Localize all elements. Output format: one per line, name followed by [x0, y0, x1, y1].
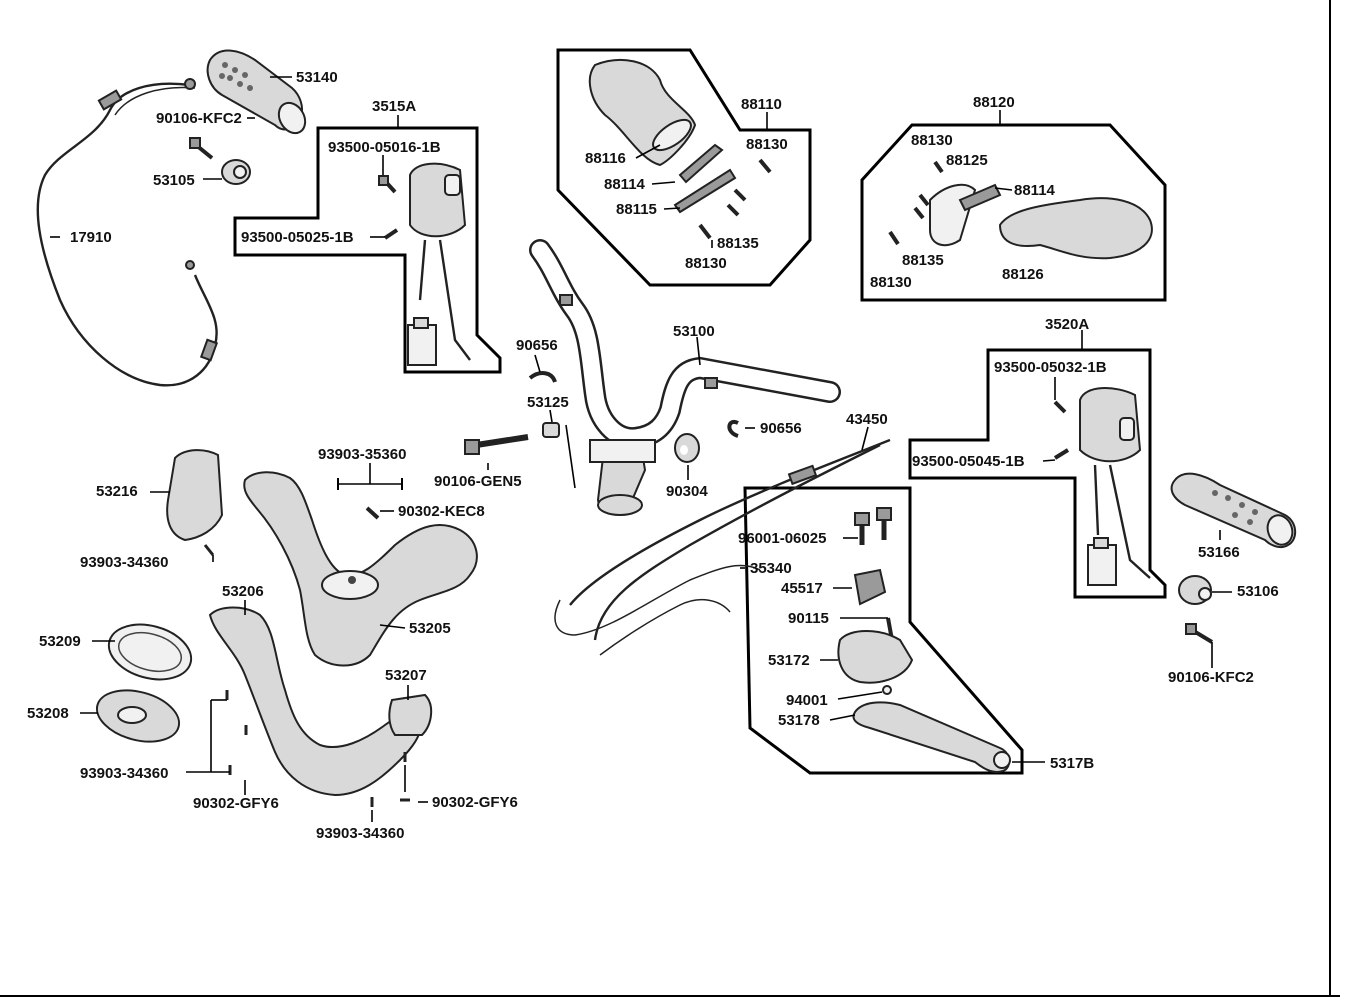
label-53140: 53140	[296, 69, 338, 86]
label-93500-05032-1B: 93500-05032-1B	[994, 359, 1107, 376]
label-88116: 88116	[585, 150, 626, 167]
label-88114-a: 88114	[604, 176, 646, 193]
label-90302-gfy6-a: 90302-GFY6	[193, 795, 279, 812]
cover-53208	[95, 689, 181, 743]
label-53105: 53105	[153, 172, 195, 189]
label-93500-05025-1B: 93500-05025-1B	[241, 229, 354, 246]
label-90302-gfy6-b: 90302-GFY6	[432, 794, 518, 811]
label-3520A: 3520A	[1045, 316, 1089, 333]
label-88135-b: 88135	[902, 252, 944, 269]
label-88120: 88120	[973, 94, 1015, 111]
label-53100: 53100	[673, 323, 715, 340]
brake-lever-parts	[837, 507, 1011, 773]
brake-cable-group	[554, 438, 891, 656]
throttle-cable-group	[36, 78, 219, 387]
label-53178: 53178	[778, 712, 820, 729]
label-90106-gen5: 90106-GEN5	[434, 473, 522, 490]
label-45517: 45517	[781, 580, 823, 597]
part-labels: 53140 90106-KFC2 53105 17910 3515A 93500…	[27, 69, 1279, 842]
cover-53216	[166, 449, 224, 556]
label-90302-kec8: 90302-KEC8	[398, 503, 485, 520]
grip-53166	[1170, 472, 1297, 549]
label-88130-c: 88130	[911, 132, 953, 149]
label-88135-a: 88135	[717, 235, 759, 252]
label-17910: 17910	[70, 229, 112, 246]
cover-53207	[388, 693, 433, 736]
label-53205: 53205	[409, 620, 451, 637]
label-53172: 53172	[768, 652, 810, 669]
switch-3520A-outline	[908, 348, 1167, 599]
label-35340: 35340	[750, 560, 792, 577]
mirror-88120-part	[888, 160, 1153, 260]
label-93500-05045-1B: 93500-05045-1B	[912, 453, 1025, 470]
label-53207: 53207	[385, 667, 427, 684]
mirror-88110-part	[588, 59, 772, 240]
mirror-88120-outline	[860, 123, 1167, 302]
bolt-90106-kfc2-right	[1185, 623, 1214, 644]
bolt-90106-kfc2-left	[189, 137, 214, 160]
label-96001-06025: 96001-06025	[738, 530, 826, 547]
switch-3515A-part	[378, 162, 471, 366]
label-53209: 53209	[39, 633, 81, 650]
label-88110: 88110	[741, 96, 782, 113]
label-53216: 53216	[96, 483, 138, 500]
label-93903-34360-c: 93903-34360	[316, 825, 404, 842]
label-93903-34360-b: 93903-34360	[80, 765, 168, 782]
label-5317B: 5317B	[1050, 755, 1094, 772]
ring-53209	[107, 623, 193, 681]
label-53208: 53208	[27, 705, 69, 722]
small-parts-center	[464, 371, 739, 463]
label-90656-a: 90656	[516, 337, 558, 354]
label-88130-d: 88130	[870, 274, 912, 291]
label-88130-b: 88130	[685, 255, 727, 272]
switch-3520A-part	[1053, 387, 1151, 586]
cover-53205	[243, 471, 478, 667]
label-88115: 88115	[616, 201, 657, 218]
label-53206: 53206	[222, 583, 264, 600]
label-93903-35360: 93903-35360	[318, 446, 406, 463]
label-94001: 94001	[786, 692, 828, 709]
switch-3515A-outline	[233, 126, 502, 374]
weight-53106	[1178, 575, 1212, 605]
label-53166: 53166	[1198, 544, 1240, 561]
label-88130-a: 88130	[746, 136, 788, 153]
grip-53140	[206, 49, 307, 135]
label-90304: 90304	[666, 483, 708, 500]
label-90106-kfc2-right: 90106-KFC2	[1168, 669, 1254, 686]
label-88125: 88125	[946, 152, 988, 169]
weight-53105	[221, 159, 251, 185]
leader-lines	[50, 76, 1232, 822]
label-90656-b: 90656	[760, 420, 802, 437]
label-88114-b: 88114	[1014, 182, 1056, 199]
label-90106-kfc2-left: 90106-KFC2	[156, 110, 242, 127]
label-93903-34360-a: 93903-34360	[80, 554, 168, 571]
label-90115: 90115	[788, 610, 829, 627]
label-88126: 88126	[1002, 266, 1044, 283]
handlebar-53100	[529, 239, 841, 516]
label-3515A: 3515A	[372, 98, 416, 115]
mirror-88110-outline	[556, 48, 812, 287]
label-93500-05016-1B: 93500-05016-1B	[328, 139, 441, 156]
label-53125: 53125	[527, 394, 569, 411]
label-43450: 43450	[846, 411, 888, 428]
label-53106: 53106	[1237, 583, 1279, 600]
